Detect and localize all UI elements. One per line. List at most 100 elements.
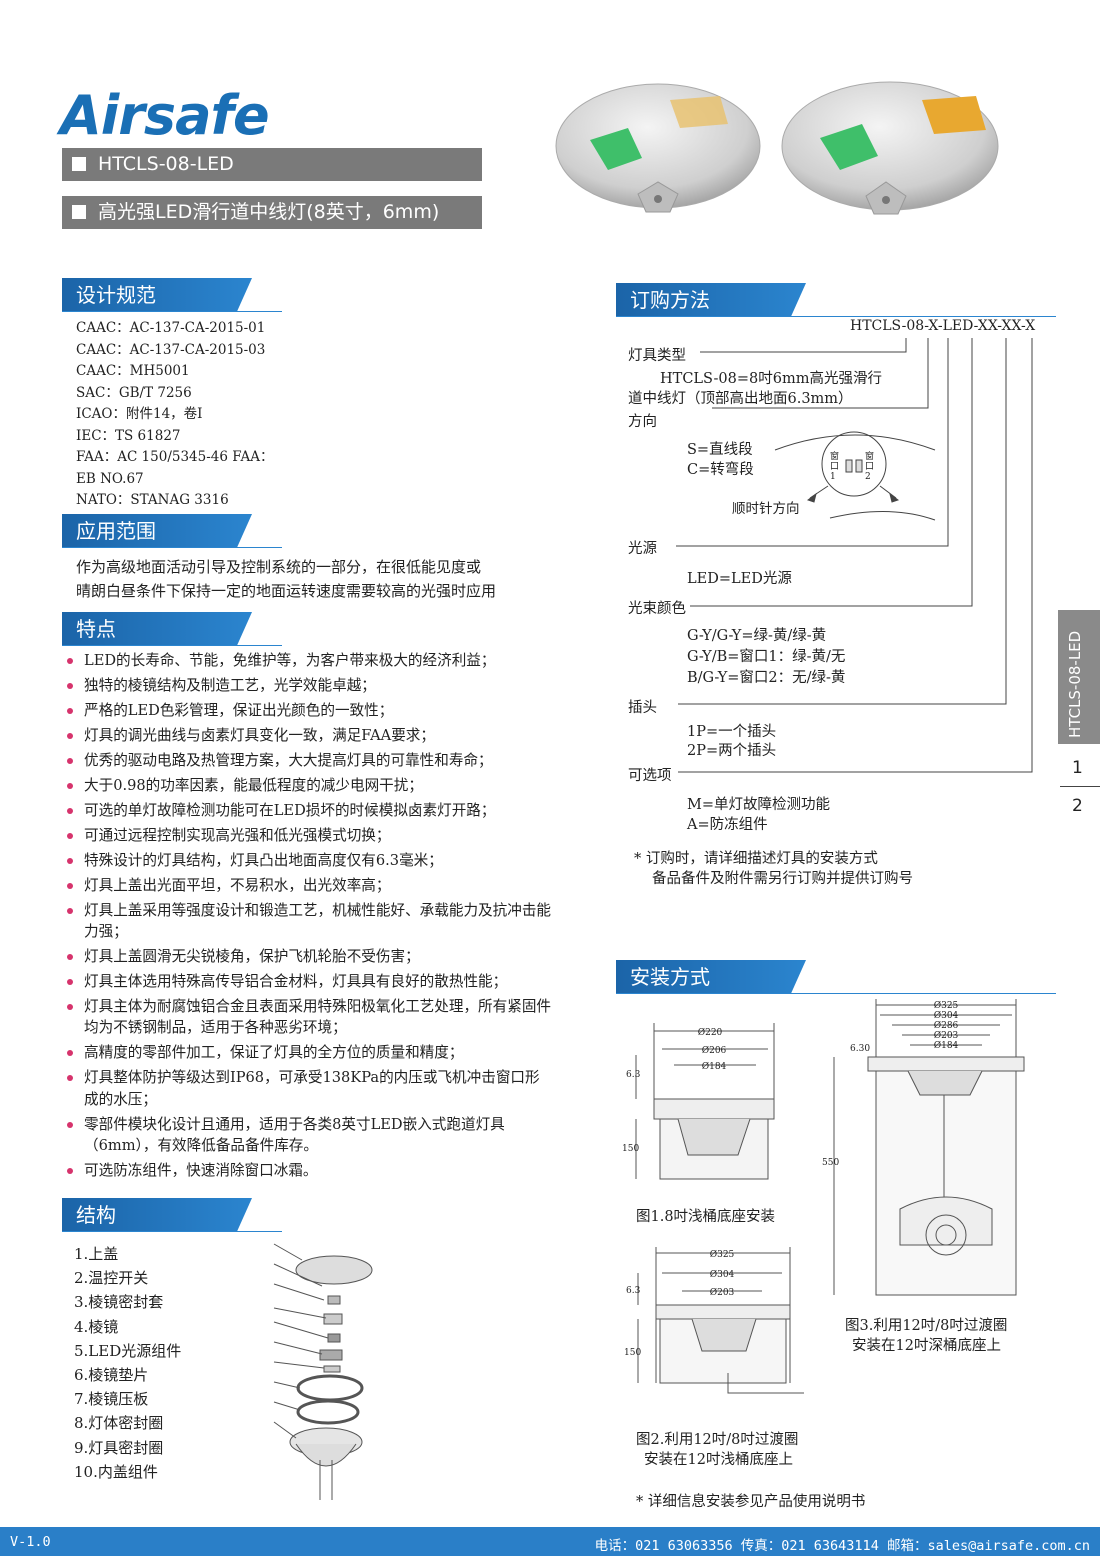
direction-option: C=转弯段 bbox=[687, 462, 754, 478]
install-figure-2: Ø325 Ø304 Ø203 6.3 150 bbox=[624, 1247, 804, 1394]
product-photo bbox=[555, 81, 999, 215]
dim-label: Ø206 bbox=[702, 1045, 727, 1056]
section-application: 应用范围 bbox=[62, 514, 252, 548]
feature-item: 大于0.98的功率因素，能最低程度的减少电网干扰； bbox=[64, 775, 554, 796]
part-item: 6.棱镜垫片 bbox=[74, 1366, 149, 1385]
install-figure-3: Ø325 Ø304 Ø286 Ø203 Ø184 6.30 550 bbox=[822, 999, 1025, 1296]
dim-label: 150 bbox=[622, 1144, 639, 1154]
section-structure: 结构 bbox=[62, 1198, 252, 1232]
window1-label: 窗口1 bbox=[830, 452, 840, 482]
feature-item: 灯具上盖出光面平坦，不易积水，出光效率高； bbox=[64, 875, 554, 896]
lamp-photo-amber bbox=[781, 81, 999, 215]
feature-item: 独特的棱镜结构及制造工艺，光学效能卓越； bbox=[64, 675, 554, 696]
dim-label: Ø203 bbox=[934, 1030, 959, 1041]
feature-item: 可通过远程控制实现高光强和低光强模式切换； bbox=[64, 825, 554, 846]
feature-item: 灯具主体选用特殊高传导铝合金材料，灯具具有良好的散热性能； bbox=[64, 971, 554, 992]
dim-label: 6.3 bbox=[626, 1070, 641, 1080]
spec-item: EB NO.67 bbox=[76, 470, 144, 487]
source-label: 光源 bbox=[628, 541, 657, 557]
dim-label: Ø184 bbox=[934, 1040, 959, 1051]
window2-label: 窗口2 bbox=[865, 452, 875, 482]
page-indicator-2: 2 bbox=[1072, 796, 1083, 816]
feature-item: 灯具整体防护等级达到IP68，可承受138KPa的内压或飞机冲击窗口形成的水压； bbox=[64, 1067, 554, 1109]
dim-label: Ø220 bbox=[698, 1027, 723, 1038]
color-option: G-Y/G-Y=绿-黄/绿-黄 bbox=[687, 628, 827, 644]
figure-caption: 图2.利用12吋/8吋过渡圈 bbox=[636, 1432, 799, 1448]
spec-item: IEC：TS 61827 bbox=[76, 427, 181, 444]
side-tab-label: HTCLS-08-LED bbox=[1066, 630, 1084, 738]
section-divider bbox=[616, 316, 1056, 317]
dim-label: Ø325 bbox=[710, 1249, 735, 1260]
part-item: 5.LED光源组件 bbox=[74, 1341, 182, 1360]
product-title: 高光强LED滑行道中线灯(8英寸，6mm) bbox=[98, 201, 440, 223]
version-label: V-1.0 bbox=[10, 1534, 51, 1550]
direction-diagram bbox=[774, 431, 936, 521]
direction-label: 方向 bbox=[628, 414, 657, 430]
feature-item: 灯具上盖采用等强度设计和锻造工艺，机械性能好、承载能力及抗冲击能力强； bbox=[64, 900, 554, 942]
section-divider bbox=[62, 1231, 282, 1232]
section-divider bbox=[62, 547, 282, 548]
section-installation: 安装方式 bbox=[616, 960, 806, 994]
figure-caption: 图3.利用12吋/8吋过渡圈 bbox=[845, 1318, 1008, 1334]
footer-bar: V-1.0 电话：021 63063356 传真：021 63643114 邮箱… bbox=[0, 1527, 1100, 1556]
section-ordering: 订购方法 bbox=[616, 283, 806, 317]
side-tab: HTCLS-08-LED bbox=[1058, 610, 1100, 744]
part-item: 1.上盖 bbox=[74, 1245, 119, 1263]
plug-option: 2P=两个插头 bbox=[687, 743, 777, 759]
lamp-type-desc: HTCLS-08=8吋6mm高光强滑行 bbox=[660, 371, 882, 387]
feature-item: 零部件模块化设计且通用，适用于各类8英寸LED嵌入式跑道灯具（6mm），有效降低… bbox=[64, 1114, 554, 1156]
section-divider bbox=[616, 993, 1056, 994]
plug-option: 1P=一个插头 bbox=[687, 724, 777, 740]
optional-item: M=单灯故障检测功能 bbox=[687, 797, 830, 813]
spec-item: CAAC：MH5001 bbox=[76, 363, 190, 379]
bullet-square-icon bbox=[72, 157, 86, 171]
clockwise-label: 顺时针方向 bbox=[732, 501, 800, 517]
dim-label: 6.3 bbox=[626, 1286, 641, 1296]
part-item: 8.灯体密封圈 bbox=[74, 1414, 164, 1433]
color-option: B/G-Y=窗口2：无/绿-黄 bbox=[687, 670, 846, 686]
feature-item: 特殊设计的灯具结构，灯具凸出地面高度仅有6.3毫米； bbox=[64, 850, 554, 871]
dim-label: 6.30 bbox=[850, 1044, 870, 1054]
feature-item: LED的长寿命、节能，免维护等，为客户带来极大的经济利益； bbox=[64, 650, 554, 671]
feature-item: 灯具主体为耐腐蚀铝合金且表面采用特殊阳极氧化工艺处理，所有紧固件均为不锈钢制品，… bbox=[64, 996, 554, 1038]
order-note: 备品备件及附件需另行订购并提供订购号 bbox=[652, 871, 913, 887]
source-desc: LED=LED光源 bbox=[687, 571, 792, 587]
dim-label: 550 bbox=[822, 1158, 839, 1168]
feature-item: 可选的单灯故障检测功能可在LED损坏的时候模拟卤素灯开路； bbox=[64, 800, 554, 821]
brand-logo: Airsafe bbox=[60, 84, 270, 147]
optional-item: A=防冻组件 bbox=[687, 817, 768, 833]
part-item: 3.棱镜密封套 bbox=[74, 1293, 164, 1312]
option-label: 可选项 bbox=[628, 768, 672, 784]
feature-item: 可选防冻组件，快速消除窗口冰霜。 bbox=[64, 1160, 554, 1181]
lamp-type-desc: 道中线灯（顶部高出地面6.3mm） bbox=[628, 391, 853, 407]
part-item: 4.棱镜 bbox=[74, 1317, 119, 1336]
lamp-type-label: 灯具类型 bbox=[628, 348, 686, 364]
section-design: 设计规范 bbox=[62, 278, 252, 312]
order-note: * 订购时，请详细描述灯具的安装方式 bbox=[634, 851, 878, 867]
model-name: HTCLS-08-LED bbox=[98, 153, 234, 175]
contact-info: 电话：021 63063356 传真：021 63643114 邮箱：sales… bbox=[594, 1538, 1090, 1554]
spec-item: CAAC：AC-137-CA-2015-03 bbox=[76, 341, 266, 358]
feature-item: 灯具的调光曲线与卤素灯具变化一致，满足FAA要求； bbox=[64, 725, 554, 746]
feature-item: 优秀的驱动电路及热管理方案，大大提高灯具的可靠性和寿命； bbox=[64, 750, 554, 771]
application-line: 作为高级地面活动引导及控制系统的一部分，在很低能见度或 bbox=[76, 558, 482, 576]
section-features: 特点 bbox=[62, 612, 252, 646]
install-figure-1: Ø220 Ø206 Ø184 6.3 150 bbox=[622, 1023, 775, 1180]
order-connector-lines bbox=[676, 338, 1033, 773]
dim-label: Ø286 bbox=[934, 1020, 959, 1031]
feature-item: 高精度的零部件加工，保证了灯具的全方位的质量和精度； bbox=[64, 1042, 554, 1063]
spec-item: NATO：STANAG 3316 bbox=[76, 492, 229, 508]
part-item: 7.棱镜压板 bbox=[74, 1390, 149, 1409]
color-label: 光束颜色 bbox=[628, 601, 686, 617]
dim-label: 150 bbox=[624, 1348, 641, 1358]
part-item: 2.温控开关 bbox=[74, 1269, 149, 1288]
direction-option: S=直线段 bbox=[687, 442, 753, 458]
color-option: G-Y/B=窗口1：绿-黄/无 bbox=[687, 649, 846, 665]
page-divider bbox=[1060, 786, 1100, 787]
dim-label: Ø325 bbox=[934, 1000, 959, 1011]
figure-caption: 安装在12吋深桶底座上 bbox=[852, 1338, 1001, 1354]
section-divider bbox=[62, 645, 282, 646]
part-item: 9.灯具密封圈 bbox=[74, 1438, 164, 1457]
plug-label: 插头 bbox=[628, 700, 657, 716]
section-divider bbox=[62, 311, 282, 312]
